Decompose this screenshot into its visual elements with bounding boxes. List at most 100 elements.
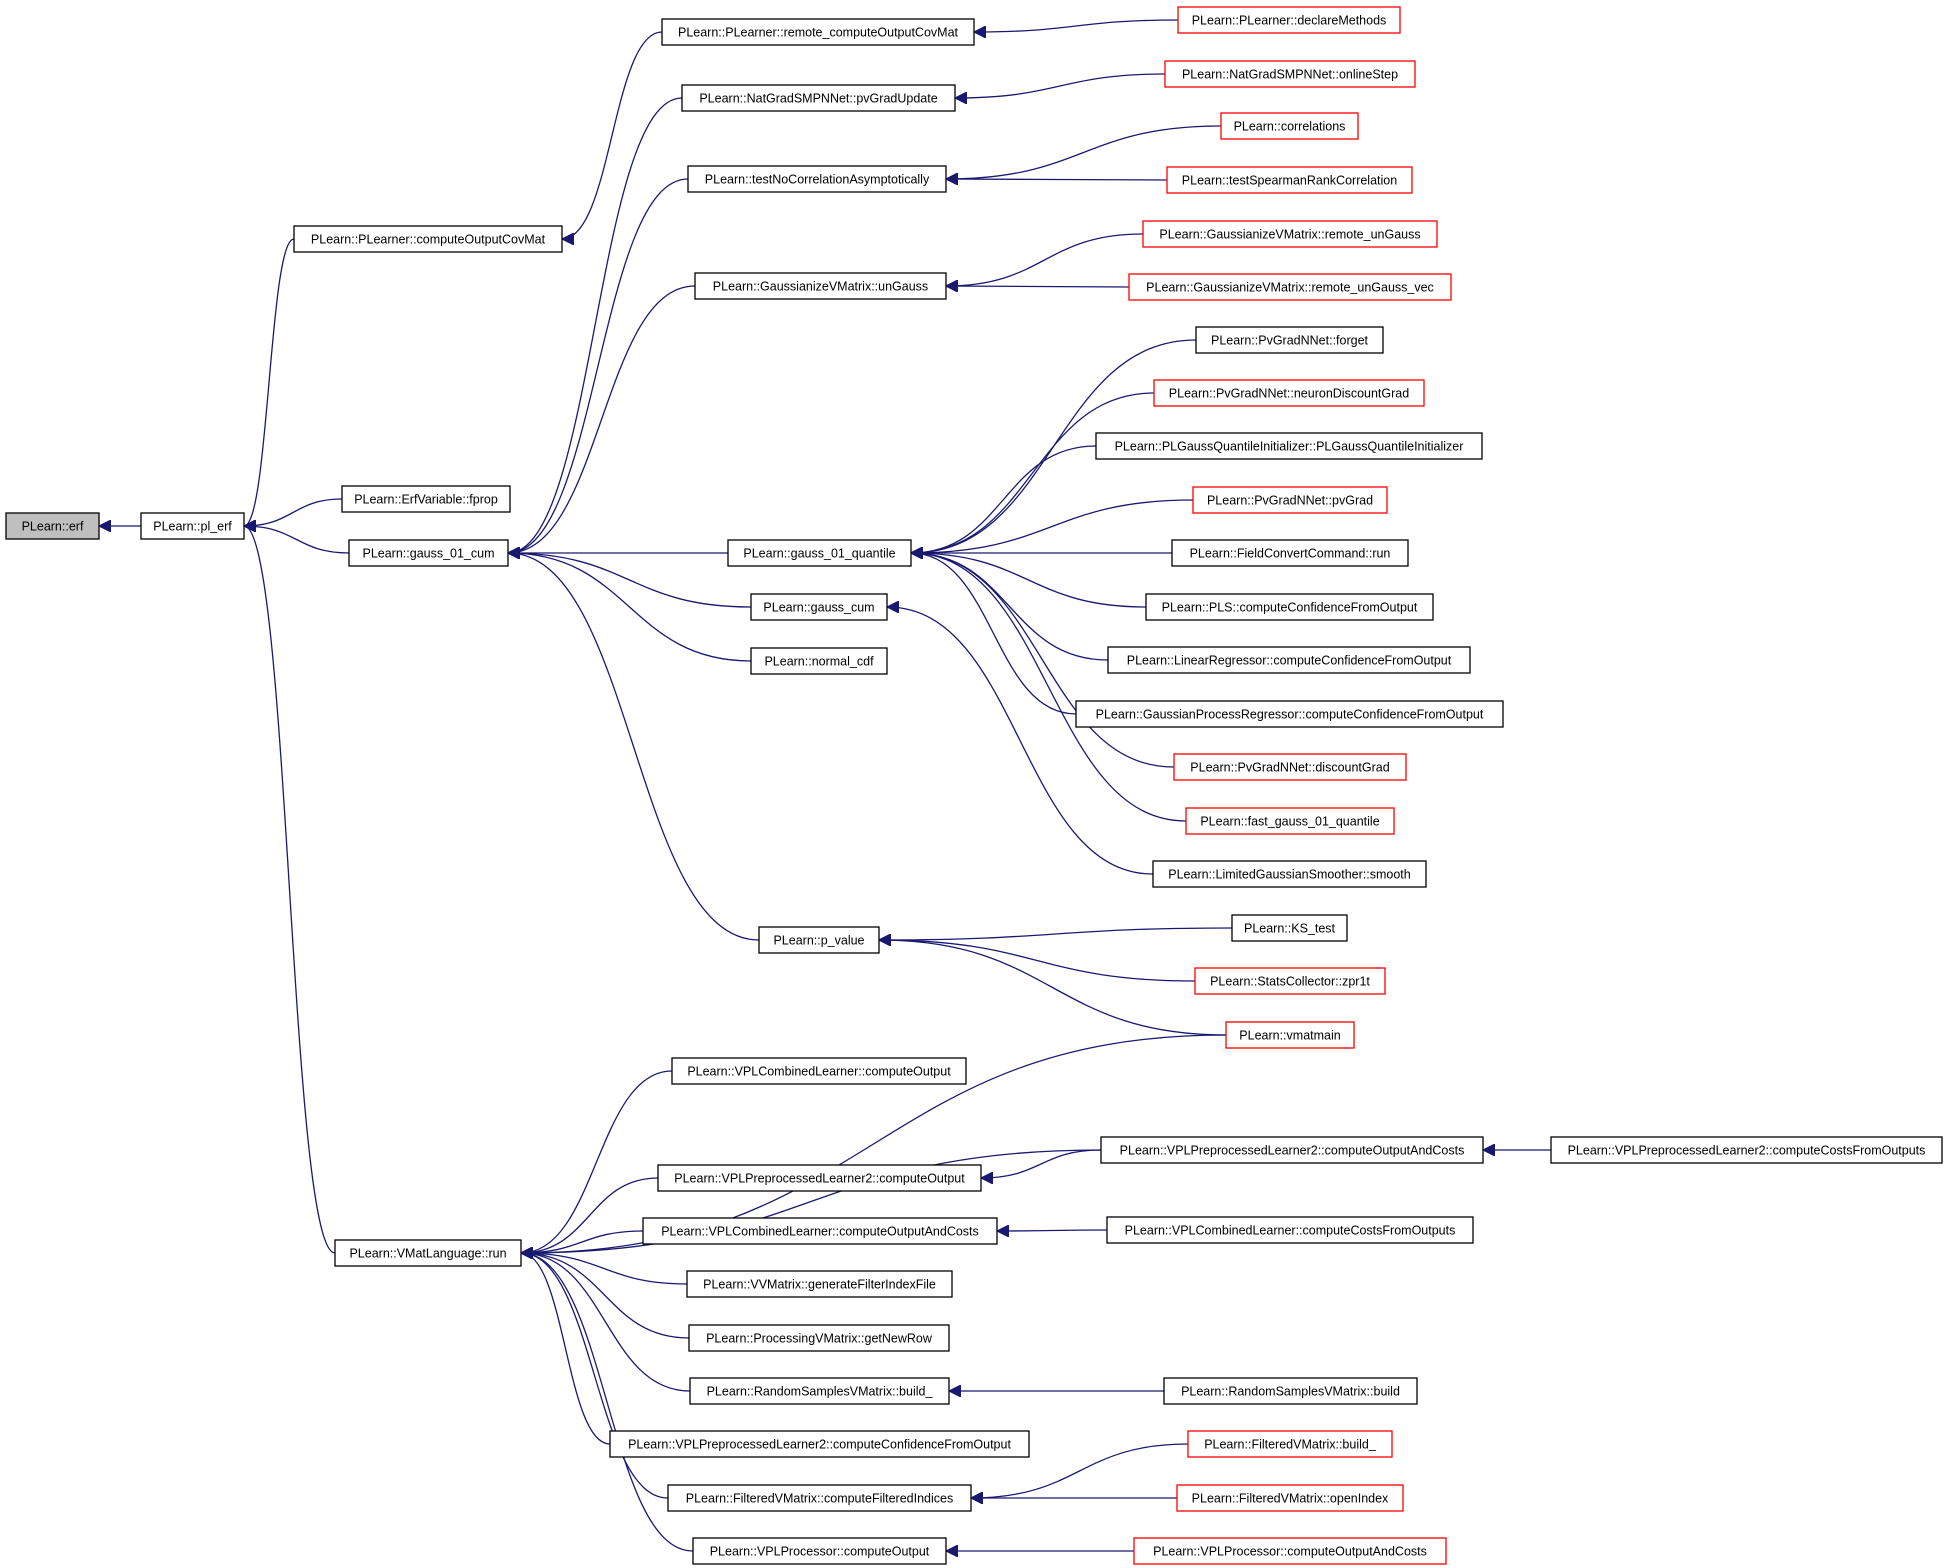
node-p_value[interactable]: PLearn::p_value bbox=[758, 926, 880, 954]
node-label: PLearn::ErfVariable::fprop bbox=[354, 493, 498, 507]
node-testNoCorr[interactable]: PLearn::testNoCorrelationAsymptotically bbox=[687, 165, 947, 193]
node-label: PLearn::PvGradNNet::discountGrad bbox=[1190, 761, 1389, 775]
node-vplp2_ccfo[interactable]: PLearn::VPLPreprocessedLearner2::compute… bbox=[609, 1430, 1030, 1458]
node-label: PLearn::pl_erf bbox=[153, 520, 232, 534]
node-fvm_openIndex[interactable]: PLearn::FilteredVMatrix::openIndex bbox=[1176, 1484, 1404, 1512]
node-box bbox=[1231, 914, 1348, 942]
node-gauss_01_quantile[interactable]: PLearn::gauss_01_quantile bbox=[727, 539, 912, 567]
node-label: PLearn::VPLPreprocessedLearner2::compute… bbox=[1568, 1144, 1926, 1158]
node-vplproc_co[interactable]: PLearn::VPLProcessor::computeOutput bbox=[692, 1537, 947, 1565]
node-gpr_conf[interactable]: PLearn::GaussianProcessRegressor::comput… bbox=[1075, 700, 1504, 728]
edge-path bbox=[955, 73, 1166, 98]
node-box bbox=[1185, 807, 1395, 835]
node-fvm_cfi[interactable]: PLearn::FilteredVMatrix::computeFiltered… bbox=[667, 1484, 972, 1512]
node-normal_cdf[interactable]: PLearn::normal_cdf bbox=[750, 647, 888, 675]
node-fcc_run[interactable]: PLearn::FieldConvertCommand::run bbox=[1171, 539, 1409, 567]
call-edge bbox=[244, 498, 343, 526]
node-label: PLearn::correlations bbox=[1234, 120, 1346, 134]
node-box bbox=[1107, 646, 1471, 674]
node-vvm_gfif[interactable]: PLearn::VVMatrix::generateFilterIndexFil… bbox=[686, 1270, 953, 1298]
node-box bbox=[681, 84, 956, 112]
node-pl_erf[interactable]: PLearn::pl_erf bbox=[140, 512, 245, 540]
edge-path bbox=[887, 607, 1154, 875]
edge-path bbox=[508, 97, 683, 553]
call-edge bbox=[879, 940, 1227, 1036]
node-declareMethods[interactable]: PLearn::PLearner::declareMethods bbox=[1177, 6, 1401, 34]
node-correlations[interactable]: PLearn::correlations bbox=[1220, 112, 1359, 140]
call-edge bbox=[243, 238, 295, 526]
node-neuronDiscountGrad[interactable]: PLearn::PvGradNNet::neuronDiscountGrad bbox=[1153, 379, 1425, 407]
node-rsvm_build[interactable]: PLearn::RandomSamplesVMatrix::build bbox=[1163, 1377, 1418, 1405]
call-edge bbox=[946, 286, 1130, 287]
node-vplc_ccfo[interactable]: PLearn::VPLCombinedLearner::computeCosts… bbox=[1106, 1216, 1474, 1244]
edge-path bbox=[911, 553, 1175, 768]
node-computeOutputCovMat[interactable]: PLearn::PLearner::computeOutputCovMat bbox=[293, 225, 563, 253]
node-label: PLearn::NatGradSMPNNet::onlineStep bbox=[1182, 68, 1398, 82]
edge-path bbox=[243, 526, 336, 1254]
node-vplc_co[interactable]: PLearn::VPLCombinedLearner::computeOutpu… bbox=[671, 1057, 967, 1085]
call-edge bbox=[971, 1443, 1189, 1498]
node-vmatlang_run[interactable]: PLearn::VMatLanguage::run bbox=[334, 1239, 522, 1267]
node-label: PLearn::erf bbox=[22, 520, 84, 534]
node-remote_covmat[interactable]: PLearn::PLearner::remote_computeOutputCo… bbox=[661, 18, 975, 46]
node-lgs_smooth[interactable]: PLearn::LimitedGaussianSmoother::smooth bbox=[1152, 860, 1427, 888]
node-pvGrad[interactable]: PLearn::PvGradNNet::pvGrad bbox=[1192, 486, 1388, 514]
node-pls_conf[interactable]: PLearn::PLS::computeConfidenceFromOutput bbox=[1145, 593, 1434, 621]
node-label: PLearn::fast_gauss_01_quantile bbox=[1200, 815, 1379, 829]
node-vplp2_coac[interactable]: PLearn::VPLPreprocessedLearner2::compute… bbox=[1100, 1136, 1484, 1164]
node-linreg_conf[interactable]: PLearn::LinearRegressor::computeConfiden… bbox=[1107, 646, 1471, 674]
node-ks_test[interactable]: PLearn::KS_test bbox=[1231, 914, 1348, 942]
node-label: PLearn::VPLPreprocessedLearner2::compute… bbox=[628, 1438, 1011, 1452]
node-onlineStep[interactable]: PLearn::NatGradSMPNNet::onlineStep bbox=[1164, 60, 1416, 88]
node-box bbox=[1220, 112, 1359, 140]
call-edge bbox=[521, 1149, 1102, 1253]
node-vplp2_ccfo2[interactable]: PLearn::VPLPreprocessedLearner2::compute… bbox=[1550, 1136, 1943, 1164]
edge-path bbox=[508, 285, 696, 553]
node-vplc_coac[interactable]: PLearn::VPLCombinedLearner::computeOutpu… bbox=[642, 1217, 998, 1245]
node-label: PLearn::PLearner::computeOutputCovMat bbox=[311, 233, 546, 247]
node-vplp2_co[interactable]: PLearn::VPLPreprocessedLearner2::compute… bbox=[657, 1164, 982, 1192]
node-unGauss[interactable]: PLearn::GaussianizeVMatrix::unGauss bbox=[694, 272, 947, 300]
node-discountGrad[interactable]: PLearn::PvGradNNet::discountGrad bbox=[1173, 753, 1407, 781]
edge-path bbox=[508, 553, 752, 608]
call-edge bbox=[974, 19, 1179, 32]
node-testSpearman[interactable]: PLearn::testSpearmanRankCorrelation bbox=[1166, 166, 1413, 194]
node-vmatmain[interactable]: PLearn::vmatmain bbox=[1225, 1021, 1355, 1049]
call-edge bbox=[887, 607, 1154, 875]
edge-path bbox=[244, 498, 343, 526]
call-edge bbox=[520, 1253, 611, 1445]
node-label: PLearn::VVMatrix::generateFilterIndexFil… bbox=[703, 1278, 936, 1292]
call-edge bbox=[562, 31, 663, 239]
node-pvm_gnr[interactable]: PLearn::ProcessingVMatrix::getNewRow bbox=[688, 1324, 950, 1352]
node-label: PLearn::testSpearmanRankCorrelation bbox=[1182, 174, 1397, 188]
node-box bbox=[1095, 432, 1483, 460]
node-box bbox=[692, 1537, 947, 1565]
node-gauss_cum[interactable]: PLearn::gauss_cum bbox=[750, 593, 888, 621]
node-remote_unGauss[interactable]: PLearn::GaussianizeVMatrix::remote_unGau… bbox=[1142, 220, 1438, 248]
node-rsvm_build_[interactable]: PLearn::RandomSamplesVMatrix::build_ bbox=[689, 1377, 950, 1405]
node-PLGaussQI[interactable]: PLearn::PLGaussQuantileInitializer::PLGa… bbox=[1095, 432, 1483, 460]
node-remote_unGauss_vec[interactable]: PLearn::GaussianizeVMatrix::remote_unGau… bbox=[1128, 273, 1452, 301]
node-fvm_build_[interactable]: PLearn::FilteredVMatrix::build_ bbox=[1187, 1430, 1393, 1458]
call-edge bbox=[243, 526, 336, 1254]
node-erf[interactable]: PLearn::erf bbox=[5, 512, 100, 540]
node-gauss_01_cum[interactable]: PLearn::gauss_01_cum bbox=[348, 539, 509, 567]
node-forget[interactable]: PLearn::PvGradNNet::forget bbox=[1195, 326, 1384, 354]
node-pvGradUpdate[interactable]: PLearn::NatGradSMPNNet::pvGradUpdate bbox=[681, 84, 956, 112]
node-box bbox=[1192, 486, 1388, 514]
node-box bbox=[689, 1377, 950, 1405]
node-zpr1t[interactable]: PLearn::StatsCollector::zpr1t bbox=[1194, 967, 1386, 995]
call-edge bbox=[911, 392, 1155, 553]
edge-path bbox=[520, 1253, 611, 1445]
node-vplproc_coac[interactable]: PLearn::VPLProcessor::computeOutputAndCo… bbox=[1133, 1537, 1447, 1565]
node-box bbox=[1177, 6, 1401, 34]
call-edge bbox=[911, 499, 1194, 553]
node-box bbox=[671, 1057, 967, 1085]
call-edge bbox=[981, 1149, 1102, 1178]
node-fprop[interactable]: PLearn::ErfVariable::fprop bbox=[341, 485, 511, 513]
node-label: PLearn::FilteredVMatrix::openIndex bbox=[1192, 1492, 1389, 1506]
node-fast_quantile[interactable]: PLearn::fast_gauss_01_quantile bbox=[1185, 807, 1395, 835]
node-label: PLearn::GaussianProcessRegressor::comput… bbox=[1096, 708, 1484, 722]
node-label: PLearn::testNoCorrelationAsymptotically bbox=[705, 173, 930, 187]
edge-path bbox=[521, 1253, 694, 1552]
